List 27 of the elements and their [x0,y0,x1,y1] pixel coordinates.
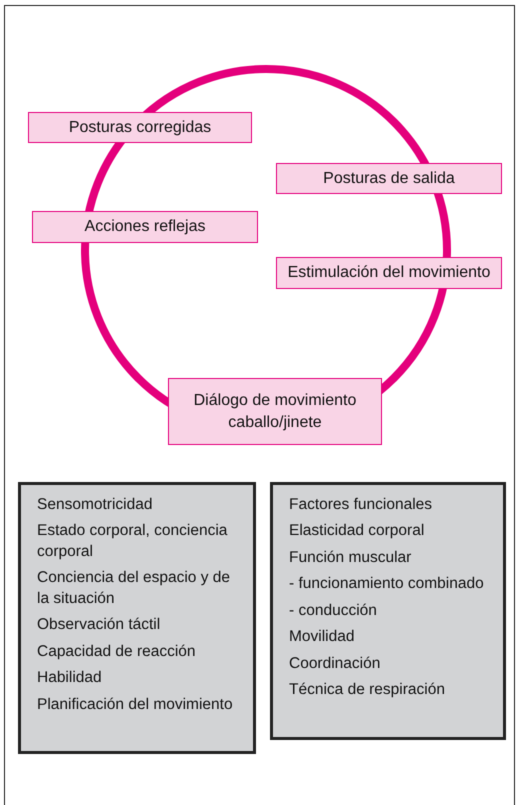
panel-heading: Factores funcionales [289,495,434,515]
label-box [32,211,258,243]
list-item: Función muscular [289,548,412,568]
list-item: Habilidad [37,668,103,688]
list-item: Estado corporal, conciencia corporal [37,521,228,562]
info-panel [18,482,256,754]
box-label: Posturas corregidas [68,118,212,138]
list-item: Movilidad [289,627,356,648]
list-item: Planificación del movimiento [37,694,234,715]
label-box [276,163,502,194]
info-panel [270,482,506,740]
panel-heading: Sensomotricidad [37,495,154,515]
box-label: Estimulación del movimiento [288,263,490,284]
box-label: Acciones reflejas [84,217,206,238]
label-box [168,378,382,445]
label-box [28,112,252,143]
list-item: Observación táctil [37,615,162,636]
label-box [276,257,502,289]
list-item: Coordinación [289,654,382,674]
list-item: Conciencia del espacio y de la situación [37,568,232,609]
list-item: Capacidad de reacción [37,642,197,662]
list-item: Técnica de respiración [289,680,446,700]
box-label: Posturas de salida [323,168,455,189]
box-label: Diálogo de movimiento caballo/jinete [192,390,358,432]
list-item: Elasticidad corporal [289,521,426,542]
list-item: - conducción [289,600,378,621]
list-item: - funcionamiento combinado [289,574,485,594]
